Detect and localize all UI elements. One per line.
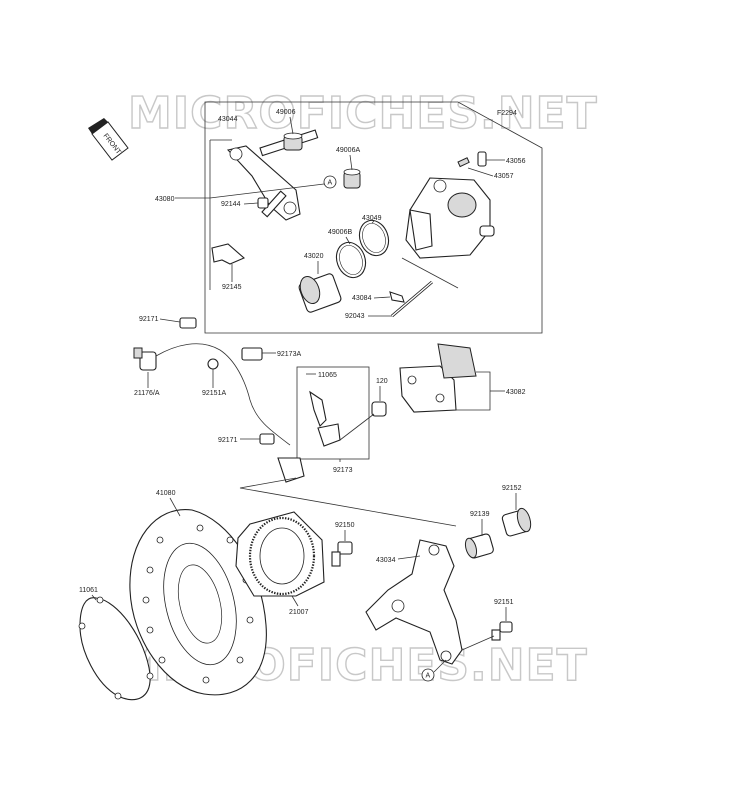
label-92173: 92173 bbox=[333, 467, 353, 474]
bolt-92151 bbox=[491, 621, 513, 641]
label-43080: 43080 bbox=[155, 196, 175, 203]
callout-a-top bbox=[323, 175, 337, 189]
boot-49006a bbox=[343, 168, 361, 189]
label-92144: 92144 bbox=[221, 201, 241, 208]
abs-sensor-21176 bbox=[133, 347, 157, 371]
caliper-bracket bbox=[226, 129, 319, 221]
label-11061: 11061 bbox=[79, 587, 98, 594]
label-49006: 49006 bbox=[276, 109, 296, 116]
label-92151a: 92151A bbox=[202, 390, 226, 397]
bracket-group-frame bbox=[296, 366, 370, 460]
pad-pin bbox=[391, 280, 433, 318]
label-43034: 43034 bbox=[376, 557, 396, 564]
label-92150: 92150 bbox=[335, 522, 355, 529]
gasket-11061 bbox=[78, 596, 154, 701]
assembly-guide-line bbox=[239, 477, 457, 527]
callout-a-bottom bbox=[421, 668, 435, 682]
label-92151: 92151 bbox=[494, 599, 514, 606]
abs-tone-ring-21007 bbox=[235, 511, 325, 597]
label-92171-bottom: 92171 bbox=[218, 437, 238, 444]
label-43084: 43084 bbox=[352, 295, 372, 302]
clamp-92171-bottom bbox=[259, 433, 275, 445]
front-direction-badge: FRONT bbox=[88, 118, 129, 161]
caliper-holder-43034 bbox=[365, 539, 463, 665]
bracket-92145 bbox=[211, 243, 246, 265]
label-43056: 43056 bbox=[506, 158, 526, 165]
sensor-wire bbox=[155, 343, 291, 446]
bushing-92152 bbox=[501, 507, 532, 537]
callout-a-bottom-letter: A bbox=[426, 673, 431, 680]
label-41080: 41080 bbox=[156, 490, 176, 497]
label-92152: 92152 bbox=[502, 485, 522, 492]
clamp-92171-top bbox=[179, 317, 197, 329]
label-92043: 92043 bbox=[345, 313, 365, 320]
label-43020: 43020 bbox=[304, 253, 324, 260]
label-120: 120 bbox=[376, 378, 388, 385]
label-43044: 43044 bbox=[218, 116, 238, 123]
collar-92139 bbox=[464, 533, 494, 559]
caliper-body bbox=[405, 177, 495, 259]
piston-43020 bbox=[298, 273, 342, 313]
bleeder-valve bbox=[457, 151, 487, 168]
bolt-92144 bbox=[257, 197, 269, 209]
clamp-92173a bbox=[241, 347, 263, 361]
brake-disc-41080 bbox=[129, 509, 267, 696]
label-43082: 43082 bbox=[506, 389, 526, 396]
callout-a-top-letter: A bbox=[328, 180, 333, 187]
bolt-92151a bbox=[207, 358, 219, 370]
watermark-top: MICROFICHES.NET bbox=[128, 88, 598, 139]
label-43057: 43057 bbox=[494, 173, 514, 180]
label-92145: 92145 bbox=[222, 284, 242, 291]
label-11065: 11065 bbox=[318, 372, 337, 379]
label-92139: 92139 bbox=[470, 511, 490, 518]
label-92171-top: 92171 bbox=[139, 316, 159, 323]
clip-43084 bbox=[389, 291, 405, 303]
brake-pads-43082 bbox=[399, 343, 477, 413]
bracket-92173 bbox=[317, 423, 341, 447]
label-49006b: 49006B bbox=[328, 229, 352, 236]
bolt-120 bbox=[371, 401, 387, 417]
bolt-92150 bbox=[331, 541, 353, 567]
caliper-assembly-frame bbox=[204, 101, 543, 334]
figure-code: F2294 bbox=[497, 110, 517, 117]
label-92173a: 92173A bbox=[277, 351, 301, 358]
label-21007: 21007 bbox=[289, 609, 309, 616]
seal-43049 bbox=[358, 219, 390, 257]
boot-49006 bbox=[283, 132, 303, 151]
label-21176a: 21176/A bbox=[134, 390, 160, 397]
seal-49006b bbox=[335, 241, 367, 279]
bracket-clip bbox=[309, 390, 327, 427]
label-43049: 43049 bbox=[362, 215, 382, 222]
sensor-head bbox=[277, 457, 305, 483]
label-49006a: 49006A bbox=[336, 147, 360, 154]
